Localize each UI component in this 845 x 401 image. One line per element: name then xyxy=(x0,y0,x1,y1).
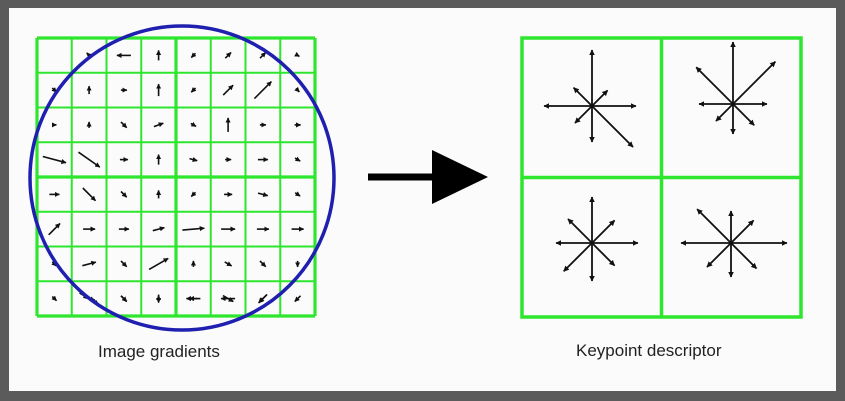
gradient-arrow xyxy=(190,52,197,59)
histogram-arrow xyxy=(591,105,634,148)
gradient-arrow xyxy=(120,121,128,129)
gaussian-window-circle xyxy=(28,24,336,332)
orientation-histogram xyxy=(680,208,788,278)
gradient-arrow xyxy=(224,261,233,267)
keypoint-descriptor-grid xyxy=(520,36,803,319)
gradient-arrow xyxy=(190,191,197,198)
gradient-arrow xyxy=(222,84,234,96)
image-gradients-grid xyxy=(35,36,317,318)
gradient-arrow xyxy=(294,51,300,58)
gradient-arrow xyxy=(120,295,128,303)
gradient-arrow xyxy=(257,192,269,197)
orientation-histogram xyxy=(555,196,639,282)
histogram-arrow xyxy=(567,218,593,244)
gradient-arrow xyxy=(120,190,128,198)
gradient-arrow xyxy=(294,86,300,93)
gradient-arrow xyxy=(259,260,267,268)
histogram-arrow xyxy=(572,86,593,107)
gradient-arrow xyxy=(258,294,267,303)
gradient-arrow xyxy=(182,226,205,232)
gradient-arrow xyxy=(82,260,97,267)
histogram-arrow xyxy=(730,219,755,244)
gradient-arrow xyxy=(189,157,198,162)
transform-arrow xyxy=(368,150,488,204)
gradient-arrow xyxy=(48,222,61,236)
gradient-arrow xyxy=(148,257,169,271)
gradient-arrow xyxy=(190,87,197,93)
gradient-arrow xyxy=(120,260,128,268)
orientation-histogram xyxy=(695,41,777,135)
histogram-arrow xyxy=(591,242,616,267)
keypoint-descriptor-caption: Keypoint descriptor xyxy=(576,341,722,360)
gradient-arrow xyxy=(190,121,197,128)
histogram-arrow xyxy=(706,242,732,268)
gradient-arrow xyxy=(253,81,272,100)
gradient-arrow xyxy=(294,295,302,303)
gradient-arrow xyxy=(42,155,67,164)
gradient-arrow xyxy=(153,122,164,128)
histogram-arrow xyxy=(574,105,593,124)
histogram-arrow xyxy=(563,242,593,272)
histogram-arrow xyxy=(732,103,755,126)
histogram-arrow xyxy=(591,89,609,107)
gradient-arrow xyxy=(152,226,165,232)
gradient-arrow xyxy=(294,156,301,162)
gradient-arrow xyxy=(82,187,97,202)
gradient-arrow xyxy=(259,51,267,59)
histogram-arrow xyxy=(730,242,758,270)
orientation-histogram xyxy=(543,49,637,148)
gradient-arrow xyxy=(51,295,58,302)
histogram-arrow xyxy=(715,103,734,122)
histogram-arrow xyxy=(695,66,734,105)
image-gradients-caption: Image gradients xyxy=(98,342,220,361)
histogram-arrow xyxy=(591,219,616,244)
gradient-arrow xyxy=(294,191,301,197)
histogram-arrow xyxy=(732,60,777,105)
histogram-arrow xyxy=(696,208,732,244)
gradient-arrows xyxy=(42,49,305,305)
gradient-arrow xyxy=(224,51,232,59)
gradient-arrow xyxy=(78,151,101,168)
orientation-histograms xyxy=(543,41,788,282)
